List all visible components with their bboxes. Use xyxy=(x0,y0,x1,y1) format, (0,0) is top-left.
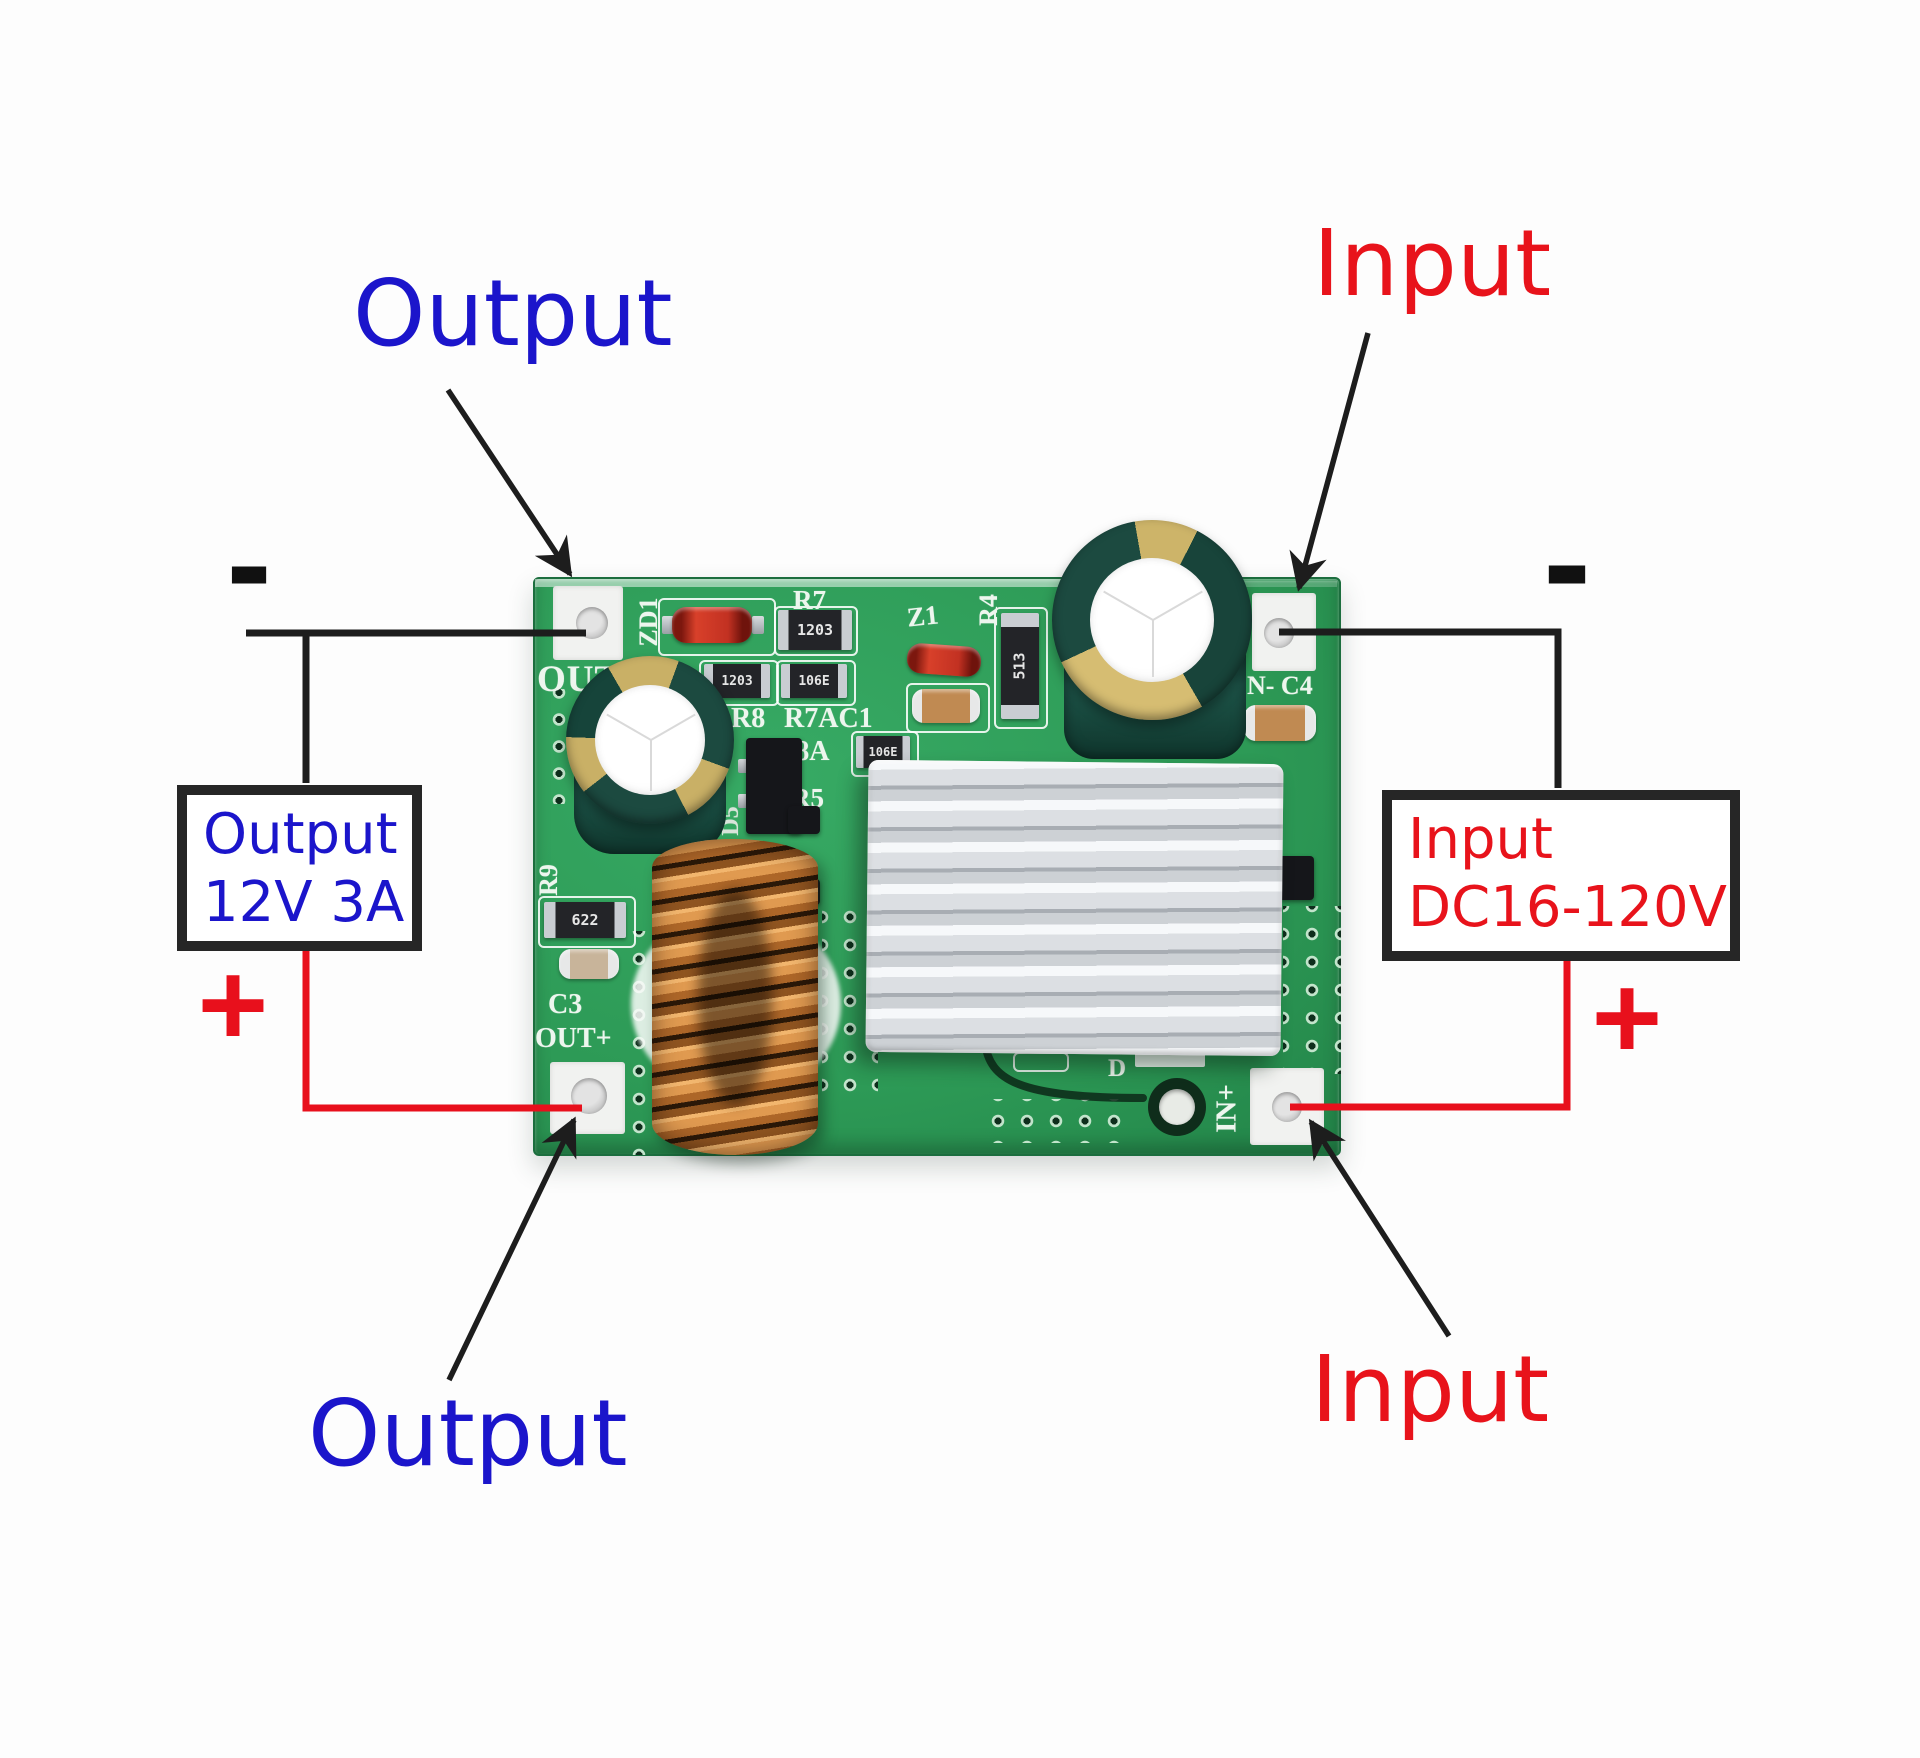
resistor-code: 106E xyxy=(868,745,898,759)
diode1-lead-right xyxy=(752,616,764,634)
capacitor-c3-smd xyxy=(559,949,619,979)
silk-r8: R8 xyxy=(731,703,766,734)
vent-line xyxy=(1152,590,1203,621)
vent-line xyxy=(650,713,696,741)
resistor-code: 622 xyxy=(571,911,599,929)
output-spec-line1: Output xyxy=(203,802,398,867)
silk-r4: R4 xyxy=(974,594,1003,626)
capacitor-c4-smd xyxy=(1244,705,1316,741)
resistor-r9: 622 xyxy=(544,902,626,938)
resistor-code: 513 xyxy=(1011,652,1029,680)
silk-in-neg-c4: N- C4 xyxy=(1247,671,1313,700)
hole-out-negative xyxy=(576,607,608,639)
silk-out-pos: OUT+ xyxy=(535,1023,612,1054)
smd-black-1 xyxy=(788,806,820,834)
resistor-code: 1203 xyxy=(796,621,834,639)
pcb-board: OUT ZD1 R7 N R8 R7AC1 R8A R5 Z1 R4 N- C4… xyxy=(533,520,1341,1156)
hole-out-positive xyxy=(571,1078,607,1114)
silk-c3: C3 xyxy=(548,989,583,1020)
vent-line xyxy=(606,713,652,741)
label-output-top: Output xyxy=(353,260,673,367)
capacitor-melf-brown xyxy=(912,689,980,723)
resistor-r8: 1203 xyxy=(704,664,770,698)
diode1-lead-left xyxy=(662,616,674,634)
resistor-r7: 1203 xyxy=(778,610,852,650)
board-slot-cutout xyxy=(981,1038,1147,1102)
d5-pin-1 xyxy=(738,759,748,773)
hole-in-negative xyxy=(1264,618,1294,648)
diode-z1 xyxy=(906,642,982,678)
silk-r7: R7 xyxy=(793,585,826,615)
diode-zd1 xyxy=(672,607,752,643)
resistor-code: 1203 xyxy=(721,673,753,689)
board-top-bevel xyxy=(535,579,1065,587)
silk-d: D xyxy=(1108,1055,1127,1082)
output-capacitor-vent xyxy=(595,685,705,795)
toroid-inductor xyxy=(652,839,818,1155)
vent-line xyxy=(1152,620,1154,678)
silk-zd1: ZD1 xyxy=(634,597,663,647)
silk-box-res3 xyxy=(776,660,856,706)
silk-r7ac1: R7AC1 xyxy=(784,703,873,734)
vent-line xyxy=(1103,590,1154,621)
via-grid-bottom xyxy=(983,1099,1129,1143)
arrow-top-input xyxy=(1289,332,1371,592)
output-spec-box: Output 12V 3A xyxy=(177,785,422,951)
plus-symbol-right: + xyxy=(1587,962,1668,1071)
input-capacitor-vent xyxy=(1090,558,1214,682)
resistor-r7a: 106E xyxy=(781,664,847,698)
label-output-bottom: Output xyxy=(308,1380,628,1487)
label-input-top: Input xyxy=(1313,210,1552,317)
silk-r9: R9 xyxy=(534,864,563,896)
input-spec-box: Input DC16-120V xyxy=(1382,790,1740,961)
vent-line xyxy=(650,740,652,791)
resistor-code: 106E xyxy=(798,673,830,689)
hole-in-positive xyxy=(1272,1092,1302,1122)
arrow-bottom-output xyxy=(446,1116,577,1382)
silk-box-res6 xyxy=(538,896,636,948)
silk-box-melf xyxy=(906,683,990,733)
mounting-hole xyxy=(1159,1089,1195,1125)
heatsink xyxy=(865,759,1284,1057)
input-spec-line1: Input xyxy=(1408,807,1554,872)
output-spec-line2: 12V 3A xyxy=(203,870,405,936)
via-grid-right xyxy=(1283,906,1341,1074)
silk-box-res5 xyxy=(994,607,1048,729)
d5-pin-2 xyxy=(738,794,748,808)
minus-symbol-left: - xyxy=(226,508,272,631)
input-spec-line2: DC16-120V xyxy=(1408,875,1727,941)
label-input-bottom: Input xyxy=(1311,1336,1550,1443)
silk-in-pos: IN+ xyxy=(1210,1084,1243,1133)
resistor-r4: 513 xyxy=(1001,613,1039,719)
silk-box-res1 xyxy=(774,606,858,656)
minus-symbol-right: - xyxy=(1543,504,1592,634)
arrow-top-output xyxy=(445,388,573,578)
plus-symbol-left: + xyxy=(193,949,274,1058)
silk-z1: Z1 xyxy=(905,599,940,633)
